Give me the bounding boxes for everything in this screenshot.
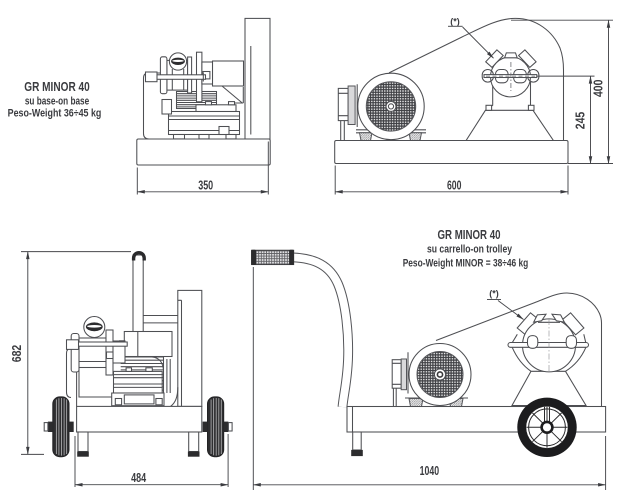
- svg-text:682: 682: [9, 345, 24, 363]
- svg-text:GR MINOR 40: GR MINOR 40: [438, 227, 501, 242]
- svg-text:245: 245: [573, 112, 588, 130]
- svg-text:su carrello-on trolley: su carrello-on trolley: [427, 243, 513, 255]
- svg-text:GR MINOR 40: GR MINOR 40: [24, 79, 89, 94]
- svg-text:350: 350: [198, 177, 213, 192]
- svg-text:600: 600: [447, 177, 462, 192]
- svg-text:Peso-Weight 36÷45 kg: Peso-Weight 36÷45 kg: [8, 108, 102, 120]
- svg-text:400: 400: [590, 80, 605, 98]
- svg-text:(*): (*): [489, 289, 499, 299]
- svg-text:1040: 1040: [420, 463, 440, 478]
- svg-text:Peso-Weight MINOR = 38÷46 kg: Peso-Weight MINOR = 38÷46 kg: [403, 258, 529, 270]
- svg-text:484: 484: [131, 470, 147, 485]
- svg-text:su base-on base: su base-on base: [25, 96, 89, 108]
- svg-text:(*): (*): [450, 17, 460, 27]
